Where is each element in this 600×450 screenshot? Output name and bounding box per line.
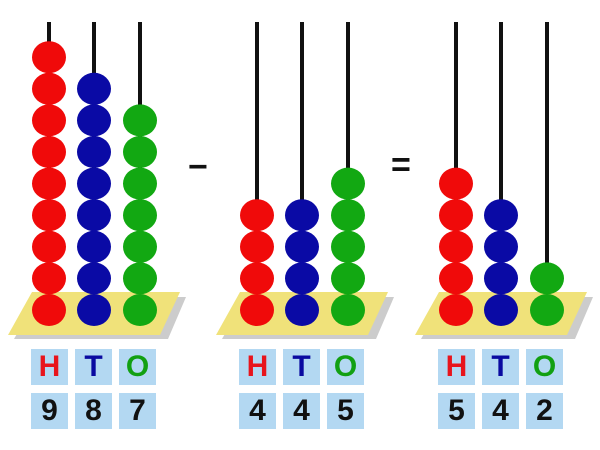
bead xyxy=(77,230,111,263)
bead xyxy=(285,294,319,326)
equals-sign: = xyxy=(391,146,411,184)
bead xyxy=(331,294,365,326)
bead xyxy=(32,104,66,137)
bead xyxy=(439,199,473,232)
bead xyxy=(123,262,157,295)
bead xyxy=(77,136,111,168)
bead xyxy=(240,199,274,232)
bead xyxy=(77,104,111,137)
bead xyxy=(77,72,111,105)
bead xyxy=(123,104,157,137)
bead xyxy=(32,136,66,168)
bead xyxy=(530,294,564,326)
bead xyxy=(77,294,111,326)
place-label-O: O xyxy=(119,349,156,385)
place-label-T: T xyxy=(482,349,519,385)
bead xyxy=(484,294,518,326)
bead xyxy=(32,294,66,326)
place-label-H: H xyxy=(239,349,276,385)
digit-box: 4 xyxy=(239,393,276,429)
bead xyxy=(240,230,274,263)
bead xyxy=(32,72,66,105)
bead xyxy=(439,294,473,326)
bead xyxy=(32,199,66,232)
digit-box: 5 xyxy=(438,393,475,429)
place-label-T: T xyxy=(75,349,112,385)
bead xyxy=(32,230,66,263)
bead xyxy=(484,230,518,263)
place-label-O: O xyxy=(526,349,563,385)
digit-box: 4 xyxy=(482,393,519,429)
bead xyxy=(285,262,319,295)
digit-box: 9 xyxy=(31,393,68,429)
digit-box: 5 xyxy=(327,393,364,429)
bead xyxy=(484,262,518,295)
place-label-O: O xyxy=(327,349,364,385)
bead xyxy=(32,167,66,200)
bead xyxy=(77,199,111,232)
bead xyxy=(331,167,365,200)
minus-sign: − xyxy=(188,148,208,186)
bead xyxy=(285,199,319,232)
bead xyxy=(123,136,157,168)
bead xyxy=(530,262,564,295)
digit-box: 4 xyxy=(283,393,320,429)
place-label-T: T xyxy=(283,349,320,385)
bead xyxy=(123,167,157,200)
bead xyxy=(32,41,66,74)
bead xyxy=(484,199,518,232)
bead xyxy=(123,230,157,263)
bead xyxy=(439,262,473,295)
bead xyxy=(439,230,473,263)
place-label-H: H xyxy=(31,349,68,385)
place-label-H: H xyxy=(438,349,475,385)
bead xyxy=(439,167,473,200)
bead xyxy=(285,230,319,263)
digit-box: 8 xyxy=(75,393,112,429)
digit-box: 2 xyxy=(526,393,563,429)
bead xyxy=(240,262,274,295)
bead xyxy=(123,294,157,326)
bead xyxy=(77,167,111,200)
bead xyxy=(331,262,365,295)
digit-box: 7 xyxy=(119,393,156,429)
bead xyxy=(331,199,365,232)
bead xyxy=(32,262,66,295)
bead xyxy=(240,294,274,326)
bead xyxy=(331,230,365,263)
bead xyxy=(77,262,111,295)
bead xyxy=(123,199,157,232)
